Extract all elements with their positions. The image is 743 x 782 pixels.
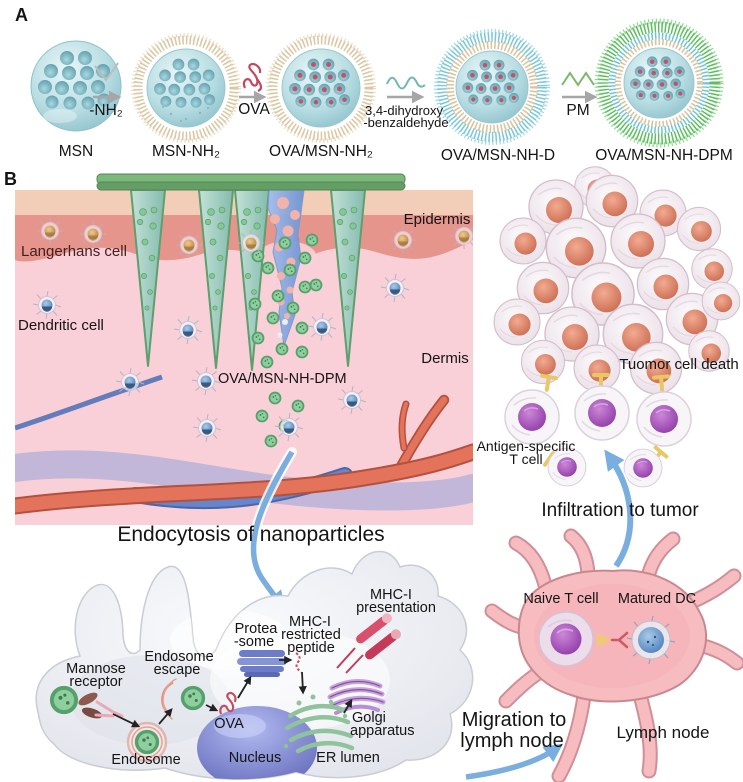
lymph-node-label: Lymph node (616, 723, 710, 742)
langerhans-cell-label: Langerhans cell (21, 243, 127, 260)
epidermis-label: Epidermis (403, 211, 471, 228)
naive-t-cell-label: Naive T cell (523, 591, 599, 607)
presentation-label-2: presentation (356, 600, 436, 616)
golgi-apparatus (327, 679, 386, 715)
dermis-label: Dermis (421, 350, 469, 367)
endocytosis-caption: Endocytosis of nanoparticles (117, 523, 385, 546)
mannose-receptor (78, 692, 124, 719)
ova-msn-nh2-sphere (266, 33, 376, 143)
er-lumen (284, 703, 355, 754)
t-cell-group (504, 373, 692, 488)
peptide-label-3: peptide (287, 640, 335, 656)
apc-cell (35, 550, 474, 780)
mannose-label-2: receptor (69, 674, 123, 690)
artery (15, 445, 473, 513)
infiltration-arrow (604, 449, 636, 571)
step-label-dihydroxy-2: -benzaldehyde (363, 115, 449, 130)
ova-label: OVA (214, 716, 244, 732)
mhc-presentation-molecules (336, 613, 401, 674)
step-label-ova: OVA (238, 101, 270, 118)
matured-dc (626, 615, 676, 665)
ova-released (219, 691, 237, 715)
step-label-nh2: -NH₂ (89, 102, 123, 119)
tcr-mhc-connector (597, 631, 629, 649)
antigen-specific-label-1: Antigen-specific (476, 438, 576, 454)
stage-label-msn-nh2: MSN-NH₂ (151, 143, 221, 160)
migration-arrow (461, 743, 564, 782)
proteasome-label-2: -some (233, 634, 275, 650)
msn-nh2-sphere (131, 33, 241, 143)
mhc-peptide (295, 652, 302, 673)
migration-label-1: Migration to (461, 709, 567, 731)
antigen-specific-label-2: T cell (509, 451, 543, 467)
escape-label-1: Endosome (144, 649, 214, 665)
endosome-label: Endosome (111, 752, 181, 768)
peptide-label-2: restricted (281, 627, 341, 643)
panel-a-synthesis (30, 18, 724, 148)
microneedle-patch (96, 173, 406, 191)
ova-msn-nh-dpm-sphere (594, 18, 724, 148)
step-label-dihydroxy-1: 3,4-dihydroxy (364, 103, 444, 118)
naive-t-cell (538, 611, 594, 667)
dendritic-cell-label: Dendritic cell (18, 317, 104, 334)
migration-label-2: lymph node (460, 730, 564, 752)
pm-polymer-icon (561, 71, 595, 87)
stage-label-ova-msn-nh-dpm: OVA/MSN-NH-DPM (595, 147, 733, 164)
proteasome (237, 650, 287, 677)
panel-b-label: B (4, 169, 17, 189)
escape-label-2: escape (153, 662, 201, 678)
microneedles (130, 190, 366, 371)
skin-cross-section (15, 190, 473, 525)
proteasome-label-1: Protea (234, 621, 278, 637)
dihydroxy-linker-icon (386, 76, 426, 90)
step-label-pm: PM (566, 102, 590, 119)
endosome (126, 721, 168, 763)
nh2-chevron-icon (94, 62, 119, 82)
golgi-label-1: Golgi (352, 710, 386, 726)
infiltration-label: Infiltration to tumor (541, 500, 699, 521)
peptide-label-1: MHC-I (289, 614, 331, 630)
golgi-label-2: apparatus (350, 723, 415, 739)
nanoparticle-at-receptor (49, 685, 79, 715)
mannose-label-1: Mannose (66, 661, 126, 677)
stage-label-msn: MSN (58, 143, 94, 160)
presentation-label-1: MHC-I (370, 587, 412, 603)
tumor-cell-death-label: Tuomor cell death (619, 356, 739, 373)
stage-label-ova-msn-nh2: OVA/MSN-NH₂ (269, 143, 373, 160)
stage-label-ova-msn-nh-d: OVA/MSN-NH-D (440, 147, 556, 164)
ova-msn-nh-d-sphere (434, 29, 550, 145)
nucleus-label: Nucleus (228, 750, 282, 766)
panel-a-label: A (15, 5, 28, 25)
ova-protein-icon (242, 62, 263, 93)
nanoparticle-label: OVA/MSN-NH-DPM (218, 371, 347, 387)
lymph-node (484, 528, 743, 782)
er-lumen-label: ER lumen (316, 750, 380, 766)
process-arrows (112, 655, 353, 728)
matured-dc-label: Matured DC (617, 591, 697, 607)
msn-sphere (30, 40, 122, 132)
